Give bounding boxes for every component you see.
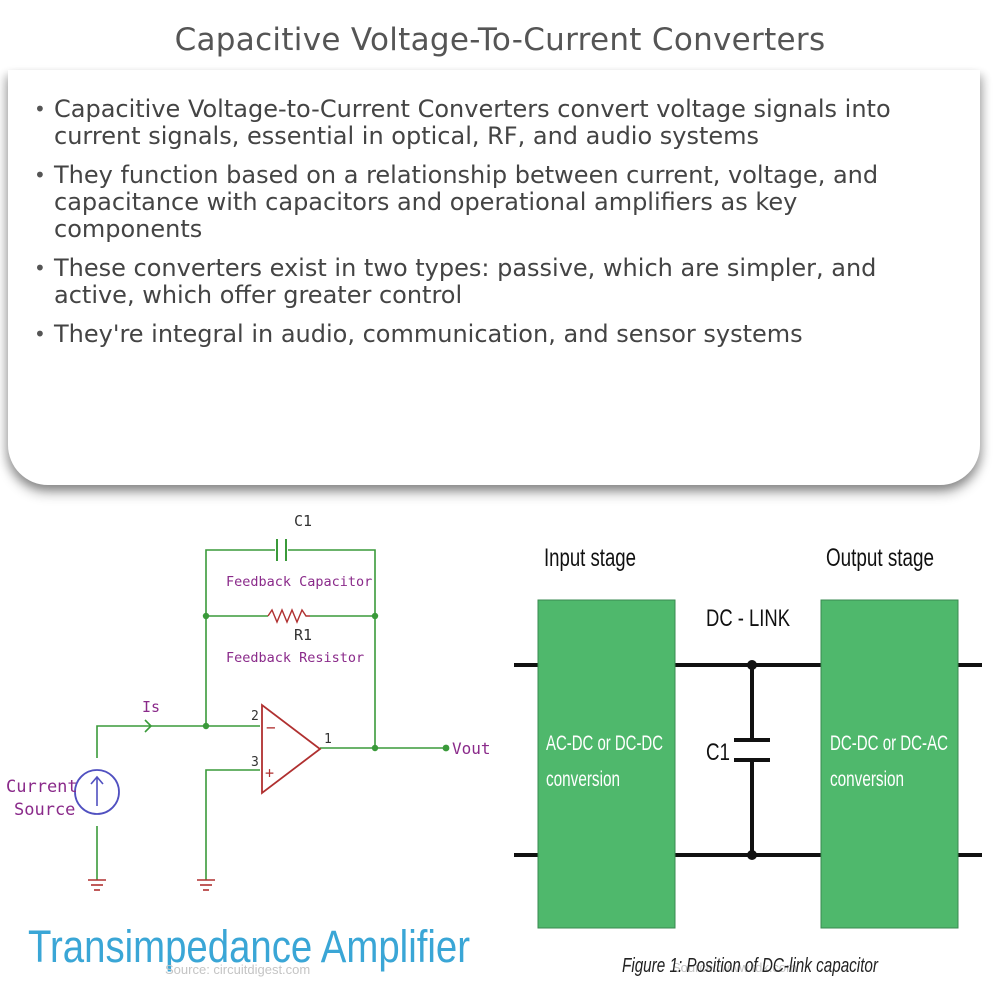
r1-label: R1	[294, 626, 312, 644]
tia-source-credit: Source: circuitdigest.com	[165, 962, 310, 977]
bullet-list: Capacitive Voltage-to-Current Converters…	[30, 96, 950, 360]
input-stage-block	[537, 599, 676, 929]
current-source-symbol	[74, 769, 120, 815]
bullet-item: They function based on a relationship be…	[30, 162, 950, 243]
junction-dot	[371, 612, 379, 620]
vout-terminal-dot	[442, 744, 450, 752]
feedback-resistor-label: Feedback Resistor	[226, 650, 364, 666]
dc-link-capacitor-symbol	[734, 738, 770, 762]
bullet-item: Capacitive Voltage-to-Current Converters…	[30, 96, 950, 150]
vout-label: Vout	[452, 739, 491, 758]
dc-link-c1-label: C1	[706, 739, 730, 766]
bullet-item: These converters exist in two types: pas…	[30, 255, 950, 309]
input-stage-heading: Input stage	[544, 544, 636, 572]
is-label: Is	[142, 698, 160, 716]
pin-2-label: 2	[251, 709, 259, 724]
non-inverting-input-sign: +	[265, 764, 274, 782]
junction-dot	[202, 612, 210, 620]
current-source-label-line2: Source	[14, 800, 75, 820]
opamp-triangle	[261, 703, 322, 795]
ground-icon	[197, 879, 215, 891]
tia-caption: Transimpedance Amplifier	[28, 921, 470, 972]
current-source-label-line1: Current	[6, 777, 78, 797]
output-block-label-line1: DC-DC or DC-AC	[830, 732, 948, 755]
page-title: Capacitive Voltage-To-Current Converters	[174, 22, 826, 58]
junction-dot	[371, 744, 379, 752]
output-stage-block	[820, 599, 959, 929]
bullet-item: They're integral in audio, communication…	[30, 321, 950, 349]
junction-dot	[202, 722, 210, 730]
ground-icon	[88, 879, 106, 891]
feedback-cap-wire-right	[288, 549, 376, 748]
junction-dot	[747, 850, 757, 860]
dc-link-junction-dots	[747, 660, 757, 860]
pin-1-label: 1	[324, 732, 332, 747]
input-block-label-line2: conversion	[546, 768, 620, 791]
ground-wire	[205, 769, 260, 880]
input-block-label-line1: AC-DC or DC-DC	[546, 732, 663, 755]
capacitor-c1-symbol	[276, 539, 287, 561]
junction-dots	[202, 612, 450, 752]
feedback-cap-wire	[205, 549, 275, 726]
inverting-input-sign: −	[266, 718, 276, 737]
dc-link-label: DC - LINK	[706, 605, 790, 632]
c1-label: C1	[294, 512, 312, 530]
pin-3-label: 3	[251, 755, 259, 770]
feedback-capacitor-label: Feedback Capacitor	[226, 574, 372, 590]
input-wire	[96, 725, 260, 758]
dclink-source-credit: Source: www.tdk.com	[672, 960, 797, 975]
resistor-r1-symbol	[267, 608, 310, 624]
current-arrow	[144, 719, 153, 733]
figure-caption: Figure 1: Position of DC-link capacitor	[622, 955, 879, 977]
junction-dot	[747, 660, 757, 670]
output-stage-heading: Output stage	[826, 544, 934, 572]
output-block-label-line2: conversion	[830, 768, 904, 791]
